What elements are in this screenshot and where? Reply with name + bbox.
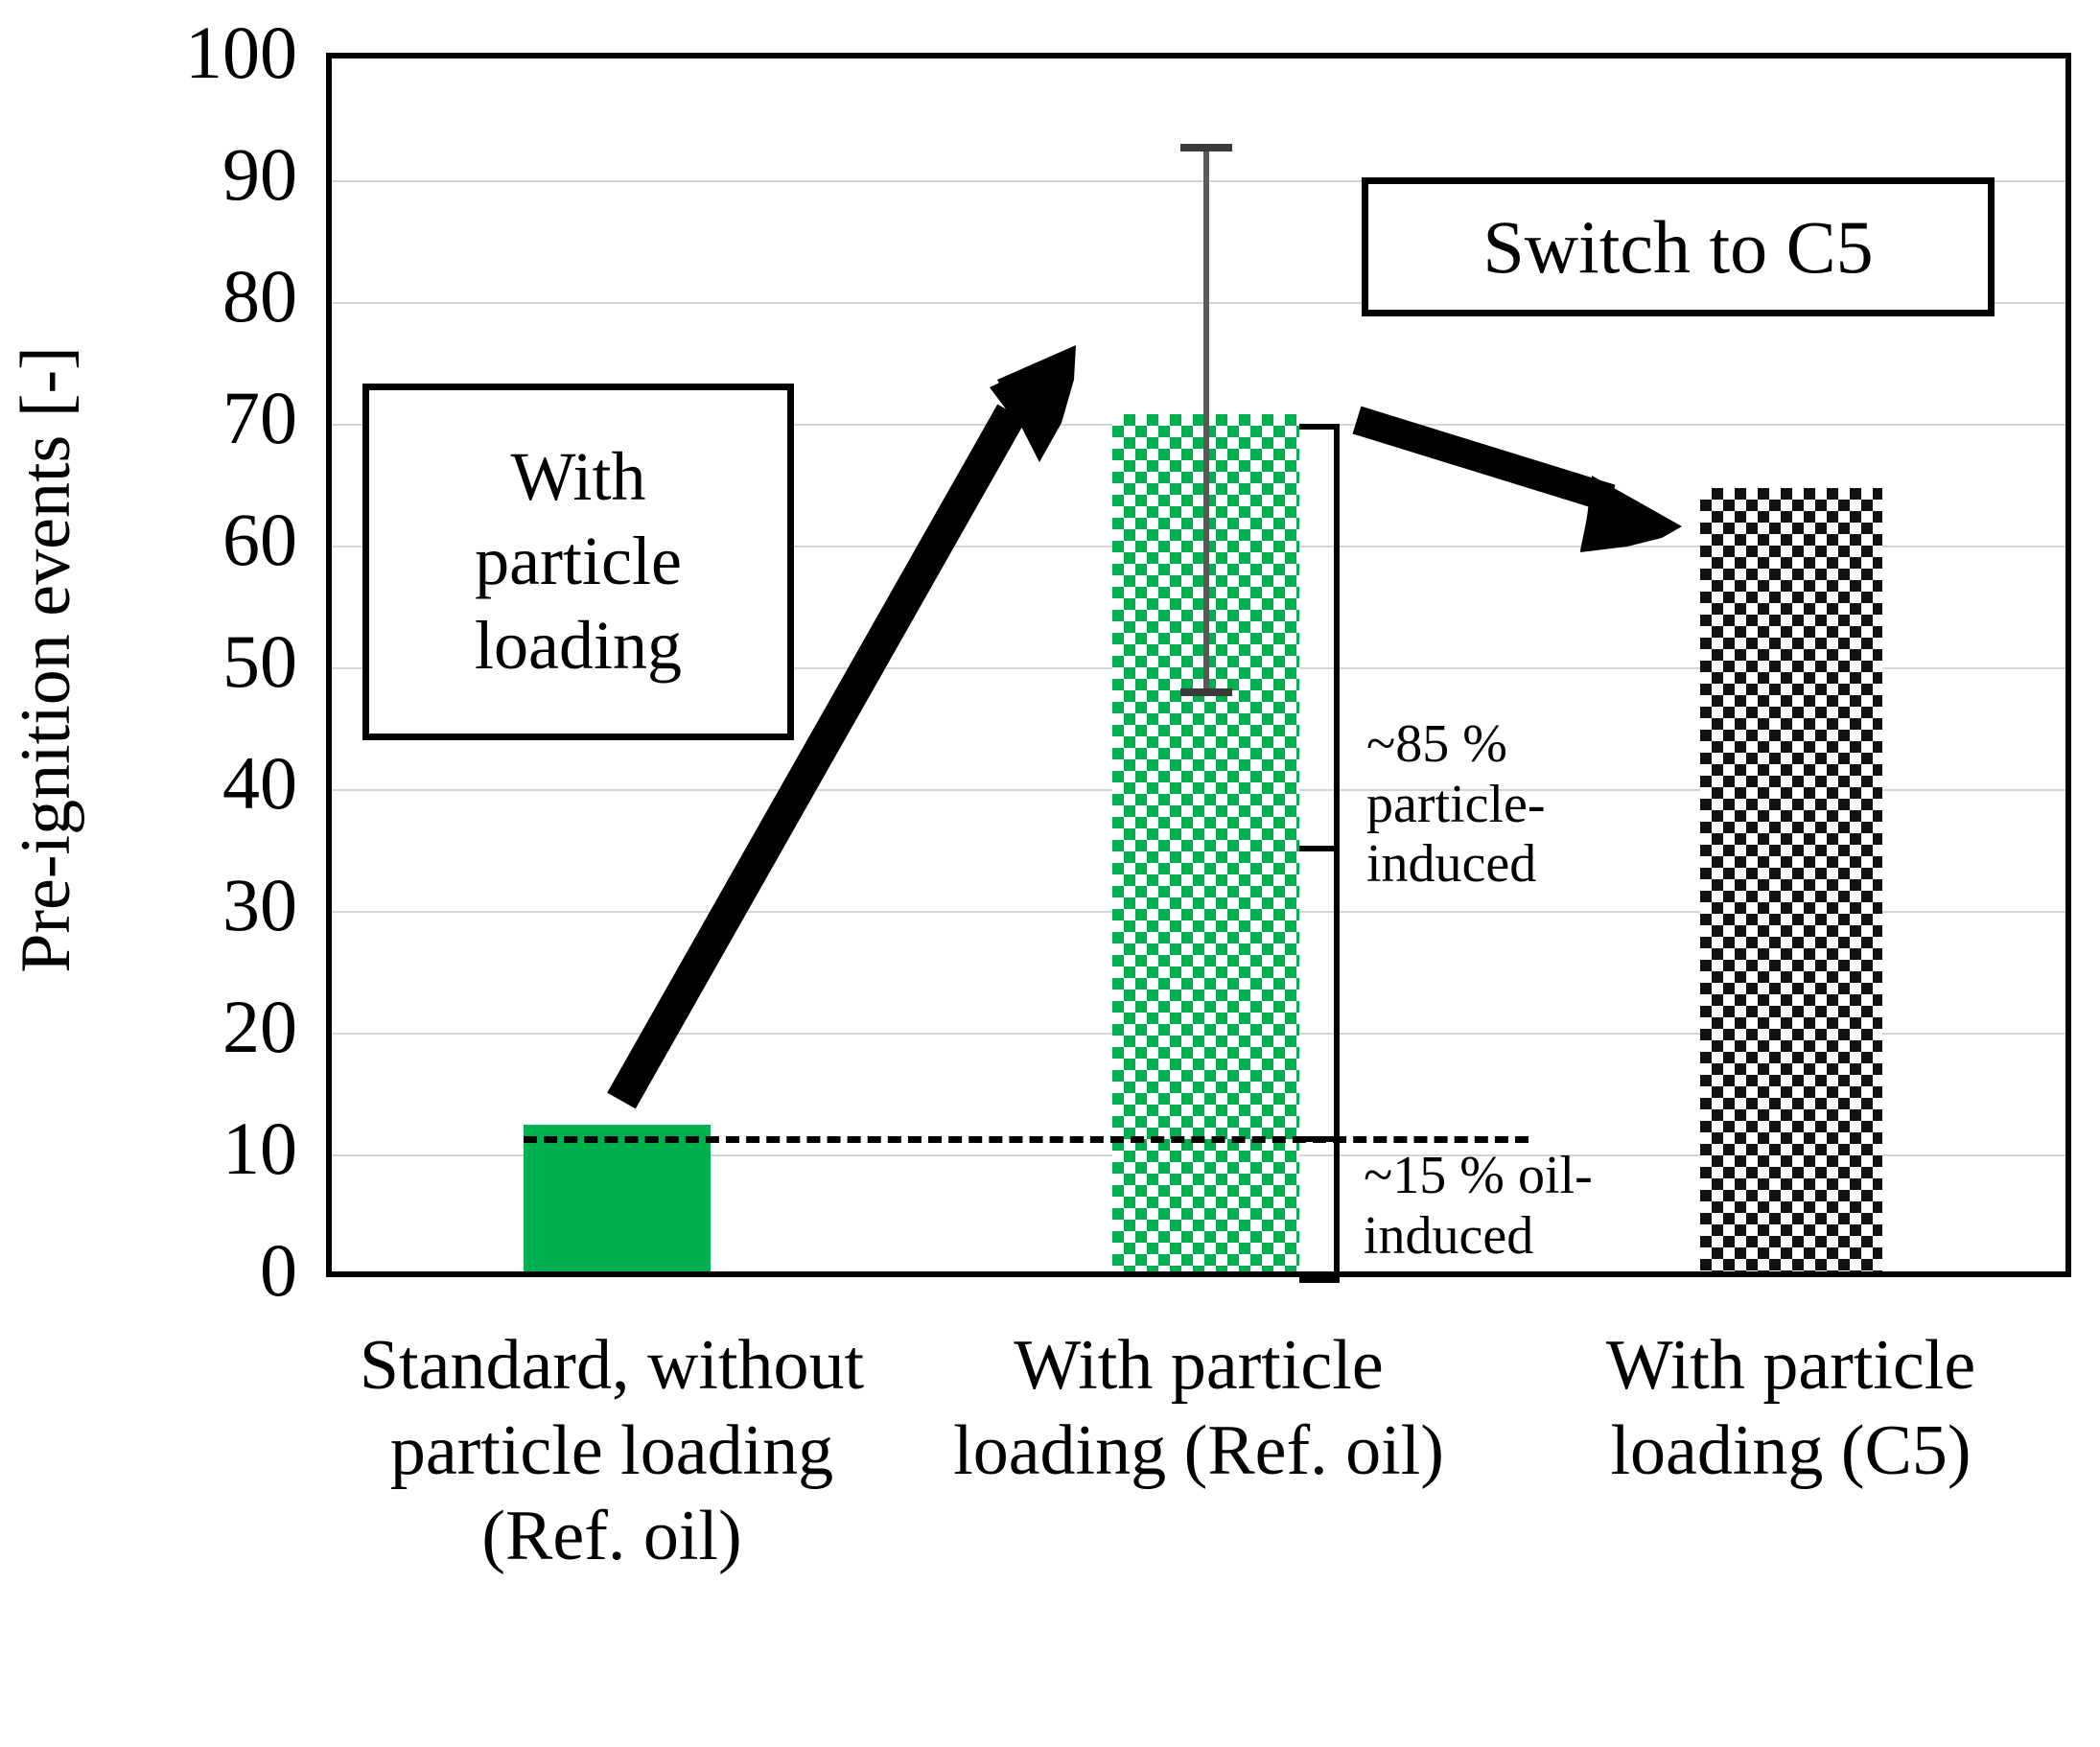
y-tick-0: 0: [260, 1228, 297, 1312]
y-tick-90: 90: [222, 132, 297, 216]
bar-standard-ref-oil: [524, 1125, 711, 1271]
y-tick-30: 30: [222, 863, 297, 946]
error-bar-with-particle-ref-oil: [1112, 144, 1299, 696]
particle-induced-note: ~85 % particle- induced: [1366, 714, 1546, 895]
reference-line-12: [524, 1136, 1528, 1143]
x-label-standard-ref-oil: Standard, without particle loading (Ref.…: [359, 1326, 865, 1575]
error-bar-cap-top: [1179, 144, 1232, 151]
oil-induced-note: ~15 % oil- induced: [1364, 1146, 1593, 1266]
y-tick-20: 20: [222, 985, 297, 1068]
bracket-tick-mid-lower: [1299, 1136, 1340, 1142]
switch-to-c5-text: Switch to C5: [1482, 204, 1874, 289]
gridline-80: [332, 302, 2065, 304]
error-bar-stem: [1202, 144, 1209, 696]
with-particle-loading-callout: With particle loading: [362, 384, 794, 740]
plot-inner: [332, 58, 2065, 1283]
y-tick-100: 100: [185, 11, 297, 94]
gridline-90: [332, 180, 2065, 182]
x-axis-category-labels: Standard, without particle loading (Ref.…: [326, 1323, 2071, 1735]
x-label-with-particle-ref-oil: With particle loading (Ref. oil): [953, 1326, 1444, 1490]
y-axis-tick-labels: 100 90 80 70 60 50 40 30 20 10 0: [58, 0, 297, 1747]
bar-with-particle-c5: [1700, 488, 1882, 1271]
y-tick-50: 50: [222, 619, 297, 703]
error-bar-cap-bottom: [1179, 688, 1232, 696]
x-label-with-particle-c5: With particle loading (C5): [1605, 1326, 1976, 1490]
y-tick-80: 80: [222, 254, 297, 338]
bar-with-particle-ref-oil: [1112, 414, 1299, 1271]
y-tick-70: 70: [222, 376, 297, 459]
callout-line-3: loading: [475, 606, 682, 684]
callout-line-1: With: [510, 438, 646, 516]
switch-to-c5-callout: Switch to C5: [1362, 177, 1995, 316]
y-tick-60: 60: [222, 498, 297, 581]
bracket-tick-mid-upper: [1299, 846, 1340, 851]
y-tick-40: 40: [222, 741, 297, 825]
bracket-vertical-line: [1334, 424, 1340, 1283]
callout-line-2: particle: [475, 523, 682, 600]
with-particle-loading-text: With particle loading: [475, 435, 682, 687]
bracket-tick-top: [1299, 424, 1340, 430]
bracket-tick-bottom: [1299, 1277, 1340, 1283]
y-tick-10: 10: [222, 1106, 297, 1190]
